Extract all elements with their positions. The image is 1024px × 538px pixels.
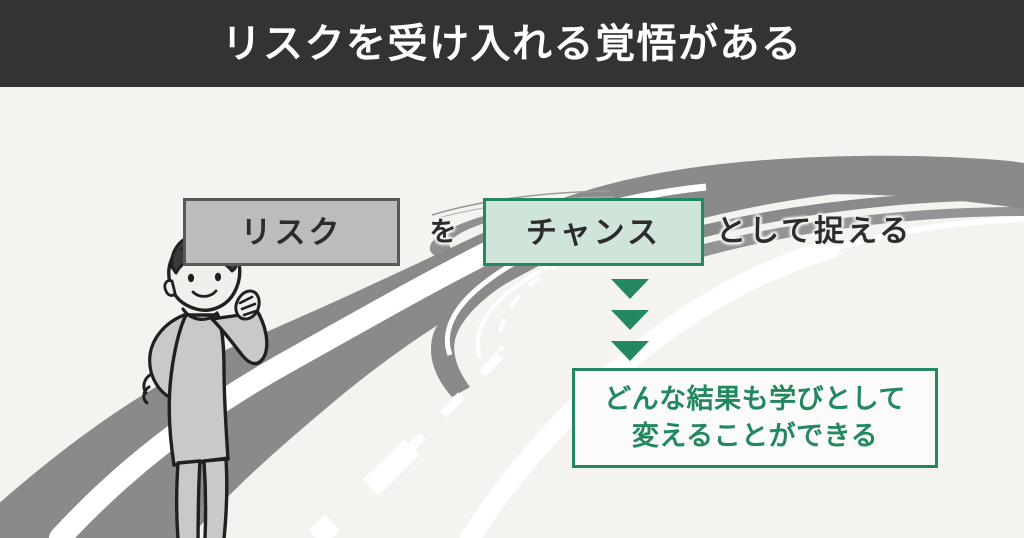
road-right-ribbon-2 xyxy=(686,191,1024,239)
person-torso xyxy=(167,313,230,467)
road-edge-line-left xyxy=(49,216,551,538)
particle-wo-text: を xyxy=(429,216,457,247)
title-bar: リスクを受け入れる覚悟がある xyxy=(0,0,1024,87)
chevron-down-icon xyxy=(611,310,649,330)
person-hand-fingers xyxy=(238,295,258,317)
road-center-dash-mid xyxy=(408,351,504,451)
chevron-down-icon xyxy=(611,279,649,299)
person-mouth xyxy=(191,289,218,298)
road-right-ribbon-3 xyxy=(680,207,1024,260)
person-leg-back xyxy=(174,459,202,538)
illustration-scene xyxy=(0,87,1024,538)
road-right-ribbon-1 xyxy=(690,175,1024,219)
road-surface-far-left xyxy=(429,210,516,263)
capture-suffix-text: として捉える xyxy=(716,215,913,248)
person-back-hand-2 xyxy=(142,385,151,405)
person-raised-arm xyxy=(210,307,269,366)
person-ear xyxy=(163,279,177,297)
chevron-down-icon xyxy=(611,341,649,361)
person-collar xyxy=(181,307,219,321)
page-title: リスクを受け入れる覚悟がある xyxy=(221,21,803,66)
road-center-dash-near xyxy=(308,439,420,538)
person-eye-left xyxy=(187,273,195,283)
capture-suffix-label: として捉える xyxy=(716,198,916,266)
road-illustration xyxy=(0,87,1024,538)
risk-label-box: リスク xyxy=(183,198,400,266)
chance-label-box: チャンス xyxy=(483,198,704,266)
road-edge-line-right-far xyxy=(829,216,1024,252)
outcome-message-box: どんな結果も学びとして 変えることができる xyxy=(572,368,938,468)
person-eye-right xyxy=(214,272,222,282)
road-surface-near xyxy=(0,155,1024,538)
outcome-line-2: 変えることができる xyxy=(631,421,879,451)
chance-label-text: チャンス xyxy=(525,214,662,250)
person-leg-front xyxy=(202,457,229,538)
risk-label-text: リスク xyxy=(240,214,343,250)
arrow-stack xyxy=(603,279,661,361)
outcome-line-1: どんな結果も学びとして xyxy=(604,383,906,414)
particle-wo: を xyxy=(412,198,474,266)
